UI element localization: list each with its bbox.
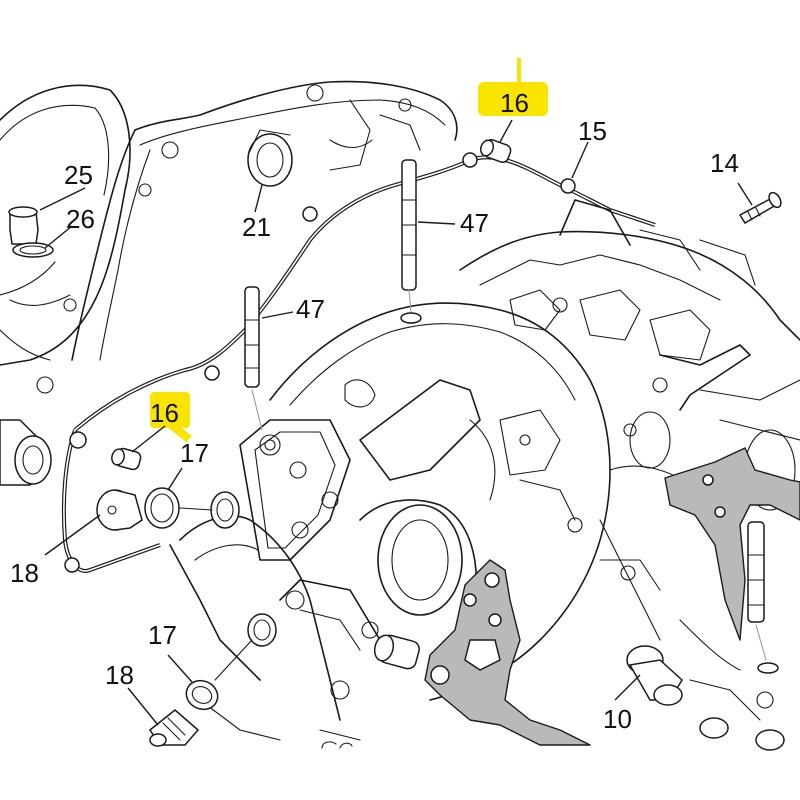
right-case-half — [459, 199, 800, 721]
highlight-box-16-upper — [478, 82, 548, 116]
dowel-center — [373, 634, 420, 670]
seal-26 — [12, 242, 54, 258]
callout-47-upper: 47 — [460, 208, 489, 238]
plug-18-upper — [96, 489, 143, 531]
highlight-16-upper — [478, 58, 548, 116]
center-gasket-plate — [424, 559, 591, 746]
callout-14: 14 — [710, 148, 739, 178]
leader-18b — [127, 687, 159, 726]
callout-10: 10 — [603, 704, 632, 734]
highlight-tick-16-upper — [517, 58, 521, 86]
dowel-16-upper — [479, 139, 512, 163]
leader-21 — [254, 184, 263, 213]
stud-47-upper — [400, 159, 422, 324]
leader-16b — [131, 425, 166, 453]
callout-21: 21 — [242, 212, 271, 242]
leader-lines — [39, 119, 753, 726]
oring-17-lower — [185, 679, 219, 711]
bolt-14 — [738, 191, 782, 225]
highlight-tail-16-lower — [166, 420, 192, 442]
callout-18-upper: 18 — [10, 558, 39, 588]
bore-mid-left — [179, 491, 240, 529]
plug-25 — [8, 206, 39, 245]
callout-17-upper: 17 — [180, 438, 209, 468]
callout-47-lower: 47 — [296, 294, 325, 324]
left-case-half — [71, 80, 458, 361]
leader-26 — [44, 225, 73, 249]
leader-16a — [499, 119, 513, 143]
leader-47a — [417, 221, 456, 225]
stud-47-lower — [244, 286, 263, 431]
highlight-16-lower — [150, 392, 192, 442]
callout-18-lower: 18 — [105, 660, 134, 690]
leader-25 — [39, 187, 86, 211]
callout-17-lower: 17 — [148, 620, 177, 650]
leader-14 — [737, 182, 753, 206]
cutoff-callout-bottom — [321, 741, 353, 749]
callout-25: 25 — [64, 160, 93, 190]
left-bushing — [0, 419, 52, 486]
leader-18a — [44, 514, 101, 556]
right-gasket-plate — [664, 447, 800, 641]
leader-15 — [571, 141, 589, 179]
leader-47b — [261, 311, 294, 319]
oring-17-upper — [144, 487, 180, 529]
plug-18-lower — [148, 709, 200, 747]
callout-labels: 25 26 21 47 47 16 16 15 14 17 17 18 18 1… — [10, 88, 739, 734]
main-crankcase — [169, 302, 661, 741]
leader-17a — [167, 467, 183, 491]
leader-10 — [614, 674, 641, 701]
callout-26: 26 — [66, 204, 95, 234]
stud-right-lower — [747, 521, 779, 674]
highlight-box-16-lower — [150, 392, 190, 428]
bore-lower-left — [214, 613, 277, 681]
leader-17b — [167, 654, 193, 683]
callout-16-lower: 16 — [150, 398, 179, 428]
dowel-16-lower — [111, 447, 142, 471]
callout-16-upper: 16 — [500, 88, 529, 118]
callout-15: 15 — [578, 116, 607, 146]
fitting-10 — [626, 645, 785, 751]
